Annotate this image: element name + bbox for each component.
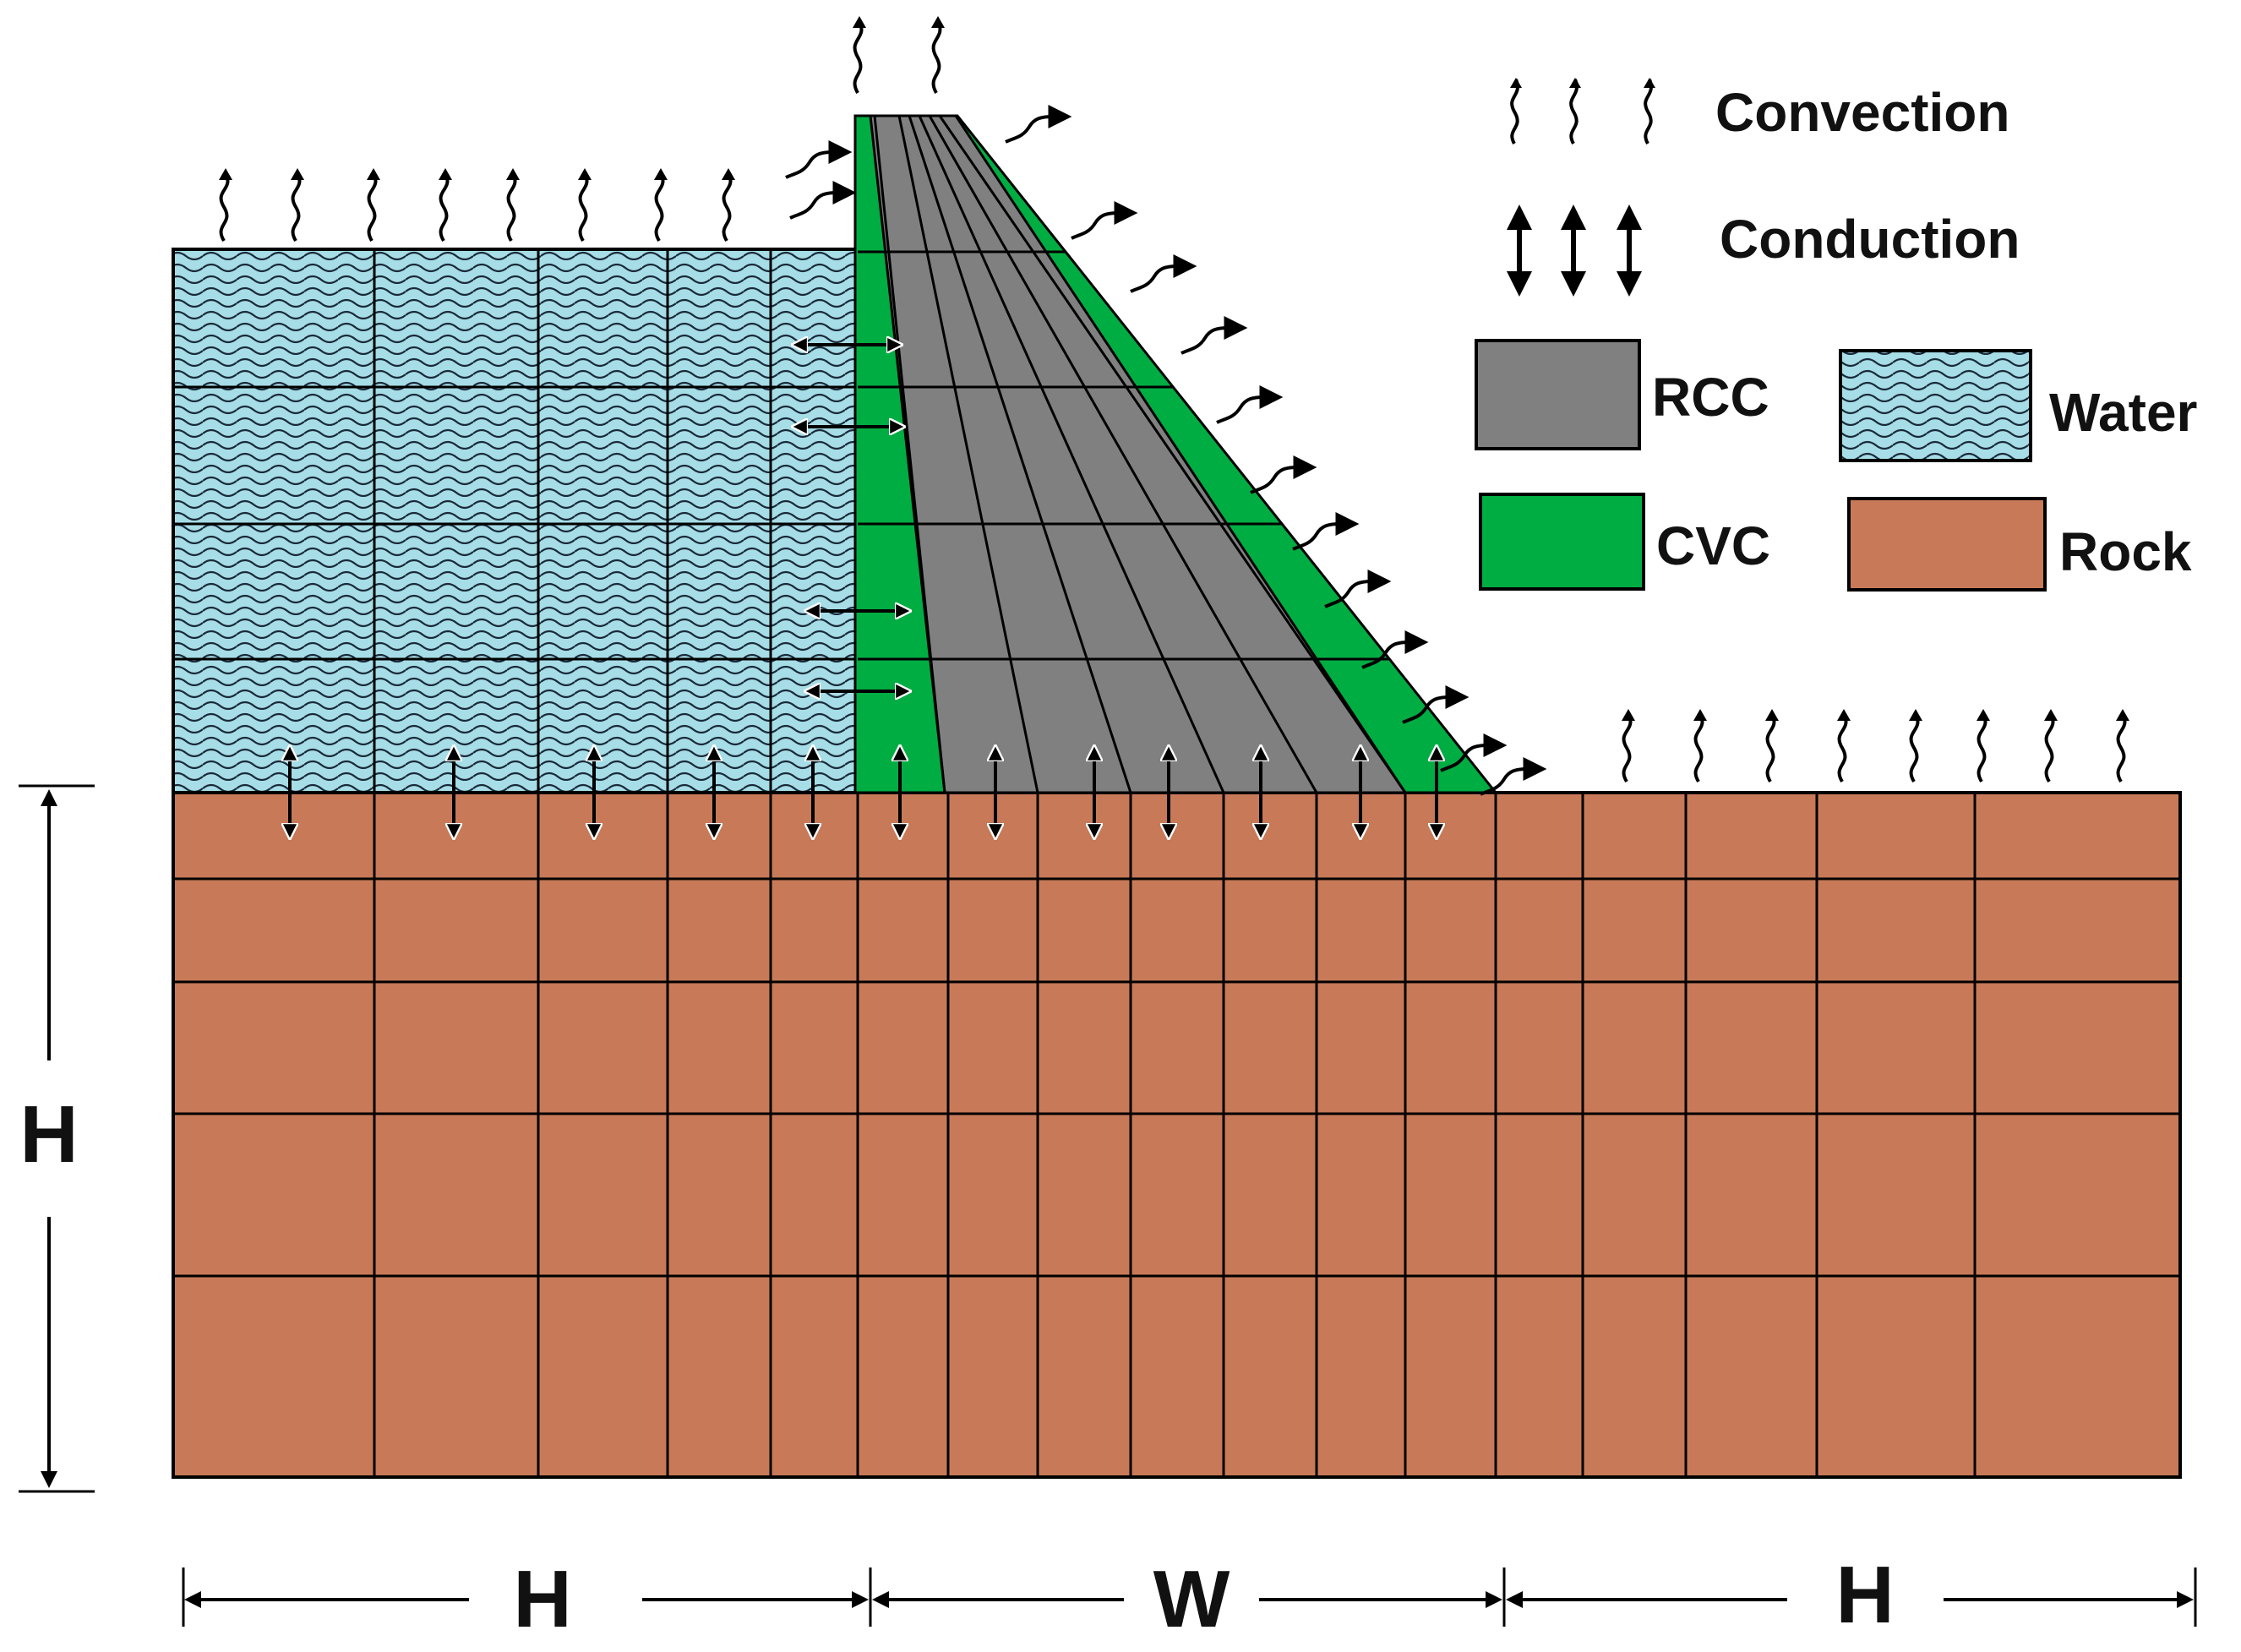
convection-flag-downstream: [1005, 105, 1072, 144]
convection-squiggle-water: [506, 172, 517, 243]
legend-convection-squiggle: [1569, 79, 1579, 144]
convection-symbols: [219, 16, 2129, 796]
legend-cvc-label: CVC: [1656, 515, 1770, 576]
convection-squiggle-rock-head: [2044, 709, 2058, 721]
legend-convection-squiggle-head: [1510, 78, 1522, 88]
convection-squiggle-crest-head: [931, 16, 945, 28]
convection-squiggle-water: [367, 172, 378, 243]
convection-squiggle-rock: [1909, 713, 1920, 783]
convection-flag-upstream: [789, 181, 857, 220]
convection-flag-downstream: [1361, 630, 1429, 669]
legend-rcc-swatch: [1475, 339, 1641, 450]
dam-mesh-fan-line: [938, 115, 1407, 793]
convection-squiggle-crest: [853, 20, 864, 94]
convection-flag-downstream: [1180, 316, 1248, 355]
legend-rock-swatch: [1847, 497, 2047, 592]
convection-flag-downstream: [1216, 385, 1284, 424]
bottom-left-dimension-label: H: [513, 1554, 571, 1644]
convection-squiggle-water: [578, 172, 589, 243]
convection-squiggle-rock-head: [1837, 709, 1851, 721]
convection-flag-downstream: [1440, 733, 1508, 772]
dam-mesh-fan-line: [873, 115, 946, 793]
convection-squiggle-rock-head: [2116, 709, 2129, 721]
convection-squiggle-rock-head: [1622, 709, 1635, 721]
legend-convection-squiggle-head: [1644, 78, 1655, 88]
dam-mesh-lines: [858, 115, 1407, 793]
convection-flag-downstream: [1130, 254, 1197, 293]
legend-convection-squiggle-head: [1569, 78, 1581, 88]
dimension-annotations: H H W H: [19, 784, 2197, 1644]
convection-legend-icon: [1510, 78, 1655, 144]
convection-squiggle-water-head: [506, 168, 520, 180]
conduction-legend-icon: [1507, 204, 1642, 297]
convection-squiggle-water-head: [439, 168, 452, 180]
convection-squiggle-rock: [1693, 713, 1704, 783]
dam-mesh-fan-line: [908, 115, 1132, 793]
convection-squiggle-rock: [1977, 713, 1987, 783]
convection-squiggle-water: [219, 172, 230, 243]
legend-rcc-label: RCC: [1652, 367, 1769, 428]
convection-squiggle-water: [291, 172, 302, 243]
convection-squiggle-rock-head: [1765, 709, 1779, 721]
height-dimension-label: H: [19, 1089, 78, 1180]
legend-rock-label: Rock: [2059, 521, 2192, 582]
convection-squiggle-rock: [1765, 713, 1776, 783]
convection-squiggle-water-head: [367, 168, 380, 180]
convection-squiggle-crest: [931, 20, 942, 94]
convection-squiggle-rock: [2044, 713, 2055, 783]
legend-convection-label: Convection: [1715, 82, 2009, 143]
legend-water-label: Water: [2049, 382, 2197, 443]
convection-squiggle-rock-head: [1977, 709, 1990, 721]
convection-flag-downstream: [1250, 455, 1317, 494]
convection-flag-downstream: [1480, 757, 1547, 796]
convection-squiggle-water: [439, 172, 450, 243]
legend-conduction-label: Conduction: [1720, 209, 2020, 270]
conduction-arrows: [290, 345, 1437, 837]
convection-squiggle-crest-head: [853, 16, 866, 28]
convection-flag-downstream: [1324, 570, 1392, 608]
convection-squiggle-rock-head: [1909, 709, 1922, 721]
legend-convection-squiggle: [1644, 79, 1653, 144]
convection-squiggle-water: [654, 172, 665, 243]
legend-water-swatch: [1839, 349, 2032, 462]
convection-flag-downstream: [1071, 201, 1138, 240]
convection-squiggle-rock: [1622, 713, 1633, 783]
legend: Convection Conduction RCC Water CVC Rock: [1475, 78, 2197, 592]
convection-squiggle-water: [722, 172, 733, 243]
convection-squiggle-rock: [2116, 713, 2127, 783]
dam-mesh-fan-line: [918, 115, 1225, 793]
bottom-middle-dimension-label: W: [1153, 1554, 1230, 1644]
legend-convection-squiggle: [1510, 79, 1519, 144]
convection-squiggle-water-head: [722, 168, 735, 180]
legend-cvc-swatch: [1479, 493, 1645, 591]
convection-squiggle-rock: [1837, 713, 1848, 783]
dam-mesh-fan-line: [897, 115, 1039, 793]
dam-mesh-fan-line: [928, 115, 1318, 793]
rcc-core: [869, 114, 1408, 794]
convection-flag-downstream: [1292, 512, 1360, 551]
convection-squiggle-water-head: [654, 168, 668, 180]
convection-flag-downstream: [1402, 685, 1469, 724]
rock-grid-lines: [173, 793, 2180, 1477]
bottom-right-dimension-label: H: [1835, 1550, 1894, 1640]
water-reservoir: [172, 248, 859, 794]
convection-squiggle-water-head: [578, 168, 592, 180]
convection-squiggle-rock-head: [1693, 709, 1707, 721]
convection-flag-upstream: [785, 140, 853, 179]
convection-squiggle-water-head: [219, 168, 232, 180]
rock-foundation: [172, 791, 2182, 1479]
water-grid-lines: [173, 249, 858, 793]
convection-squiggle-water-head: [291, 168, 304, 180]
dam-body: [853, 114, 1499, 794]
